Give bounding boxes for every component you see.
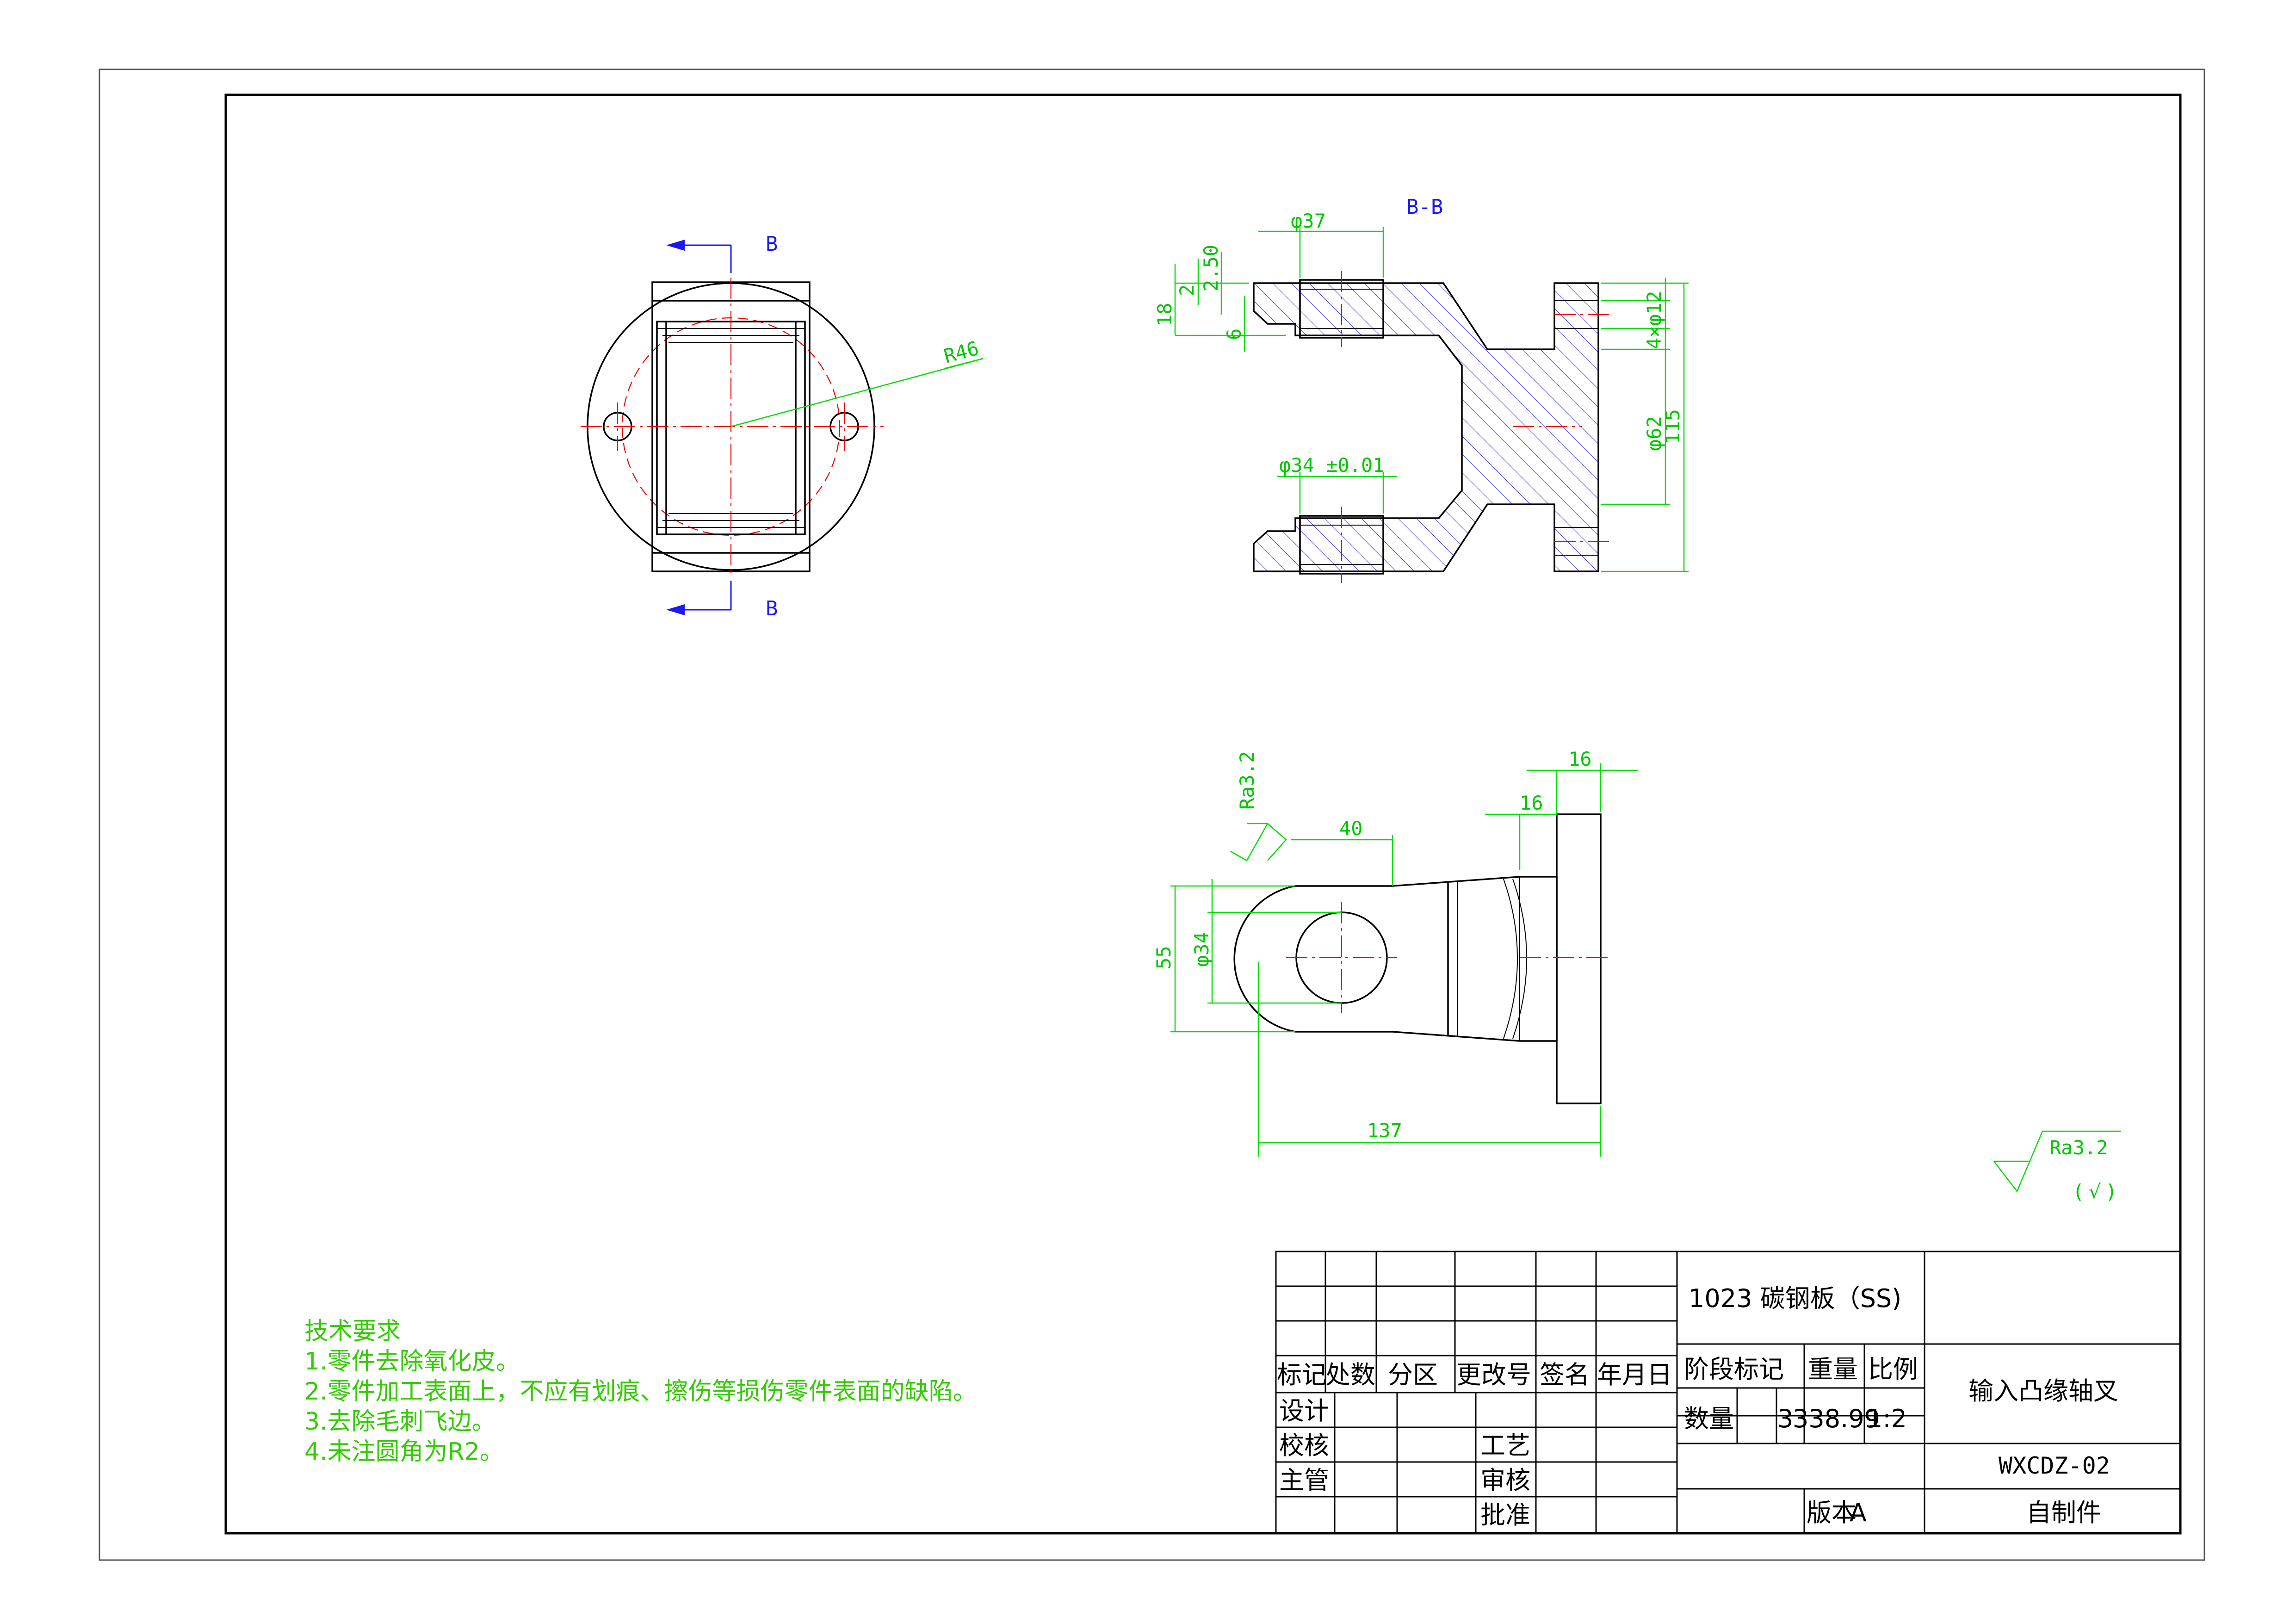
tech-req-item: 4.未注圆角为R2。 — [304, 1438, 504, 1466]
dim-2-50: 2.50 — [1200, 245, 1222, 291]
header-change-no: 更改号 — [1456, 1360, 1531, 1389]
dim-137: 137 — [1367, 1119, 1402, 1142]
role-process: 工艺 — [1480, 1431, 1530, 1460]
radius-leader — [730, 358, 984, 427]
quantity-value: 3 — [1777, 1404, 1793, 1433]
cut-label-bottom: B — [766, 597, 778, 620]
dim-6: 6 — [1223, 328, 1245, 340]
header-date: 年月日 — [1597, 1360, 1672, 1389]
inner-border — [224, 93, 2182, 1535]
header-count: 处数 — [1325, 1360, 1375, 1389]
scale-value: 1:2 — [1867, 1404, 1907, 1433]
section-bb-view: B-B φ37 18 2 2.50 6 φ34 ±0.01 115 φ62 — [1153, 195, 1689, 583]
tech-req-item: 3.去除毛刺飞边。 — [304, 1408, 496, 1436]
dim-phi62: φ62 — [1643, 416, 1665, 451]
section-title: B-B — [1406, 195, 1443, 219]
section-hatch — [1253, 282, 1599, 572]
dim-16-lower: 16 — [1520, 792, 1543, 814]
role-check: 校核 — [1279, 1431, 1329, 1460]
front-view: Ra3.2 40 16 16 55 φ34 137 — [1152, 748, 1638, 1157]
part-name: 输入凸缘轴叉 — [1968, 1376, 2118, 1406]
version-label: 版本 — [1807, 1498, 1857, 1527]
outer-border — [99, 68, 2205, 1561]
dim-phi34: φ34 — [1190, 932, 1213, 967]
roughness-symbol — [1230, 823, 1269, 861]
end-view: R46 B B — [581, 232, 984, 620]
scale-label: 比例 — [1868, 1355, 1918, 1384]
dim-2: 2 — [1176, 285, 1198, 296]
tech-req-item: 1.零件去除氧化皮。 — [304, 1348, 520, 1375]
dim-40: 40 — [1339, 817, 1363, 840]
radius-leader — [943, 358, 984, 370]
drawing-no: WXCDZ-02 — [1999, 1452, 2110, 1479]
roughness-ra: Ra3.2 — [1236, 751, 1258, 810]
header-sign: 签名 — [1540, 1360, 1590, 1389]
dim-phi37: φ37 — [1291, 210, 1326, 232]
role-design: 设计 — [1279, 1396, 1329, 1425]
dim-55: 55 — [1152, 946, 1175, 969]
general-ra: Ra3.2 — [2049, 1136, 2108, 1159]
quantity-label: 数量 — [1684, 1404, 1734, 1433]
dim-18: 18 — [1153, 303, 1176, 326]
arrow-head-icon — [666, 240, 685, 251]
general-ra-note: ( √ ) — [2075, 1180, 2115, 1203]
dim-phi34-tol: φ34 ±0.01 — [1279, 454, 1385, 477]
dim-16-upper: 16 — [1568, 748, 1592, 770]
role-approve: 批准 — [1480, 1500, 1530, 1530]
roughness-symbol — [1267, 823, 1287, 861]
dim-4-phi12: 4×φ12 — [1643, 291, 1665, 349]
flange-plate — [1556, 813, 1602, 1104]
title-block: 1023 碳钢板（SS) 标记 处数 分区 更改号 签名 年月日 设计 校核 主… — [1275, 1251, 2181, 1534]
stage-mark: 阶段标记 — [1684, 1355, 1784, 1384]
version-value: A — [1850, 1498, 1867, 1527]
general-roughness: Ra3.2 ( √ ) — [1993, 1130, 2121, 1203]
radius-dim: R46 — [941, 337, 981, 368]
arrow-head-icon — [666, 604, 685, 615]
header-mark: 标记 — [1277, 1360, 1327, 1389]
weight-label: 重量 — [1808, 1355, 1858, 1384]
weight-value: 338.99 — [1793, 1404, 1880, 1433]
neck-curve — [1512, 879, 1527, 1039]
role-review: 审核 — [1480, 1466, 1530, 1495]
neck-curve — [1503, 879, 1518, 1039]
tech-requirements: 技术要求 1.零件去除氧化皮。 2.零件加工表面上，不应有划痕、擦伤等损伤零件表… — [304, 1318, 977, 1466]
tech-req-item: 2.零件加工表面上，不应有划痕、擦伤等损伤零件表面的缺陷。 — [304, 1378, 977, 1406]
cut-label-top: B — [766, 232, 778, 256]
tech-req-title: 技术要求 — [304, 1318, 401, 1345]
roughness-symbol-icon — [1993, 1130, 2121, 1193]
header-zone: 分区 — [1388, 1360, 1438, 1389]
role-supervisor: 主管 — [1279, 1466, 1329, 1495]
yoke-arm — [1233, 876, 1558, 1042]
source: 自制件 — [2026, 1498, 2101, 1527]
material: 1023 碳钢板（SS) — [1689, 1284, 1901, 1313]
